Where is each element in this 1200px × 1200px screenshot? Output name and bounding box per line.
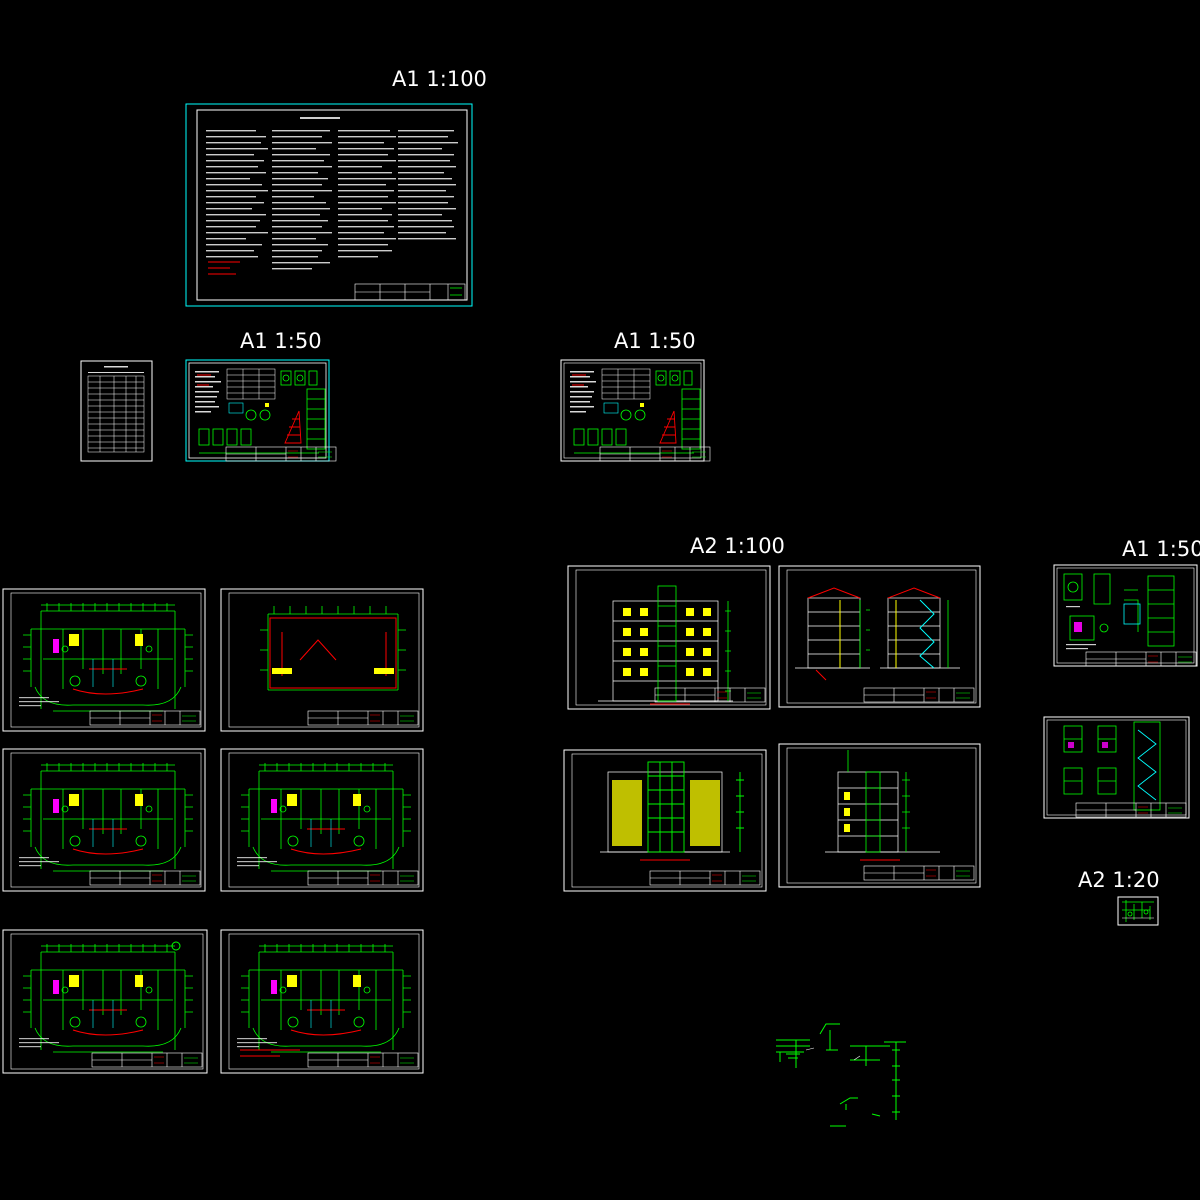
wall-section-fragment[interactable] <box>776 1023 906 1127</box>
sheet-floor-plan-5[interactable] <box>220 929 424 1074</box>
sheet-sections[interactable] <box>778 565 981 708</box>
sheet-roof-plan[interactable] <box>220 588 424 732</box>
sheet-stair-plans[interactable] <box>1043 716 1190 819</box>
scale-label-details-mid: A1 1:50 <box>614 329 696 353</box>
scale-label-cover: A1 1:100 <box>392 67 487 91</box>
scale-label-detail-small: A2 1:20 <box>1078 868 1160 892</box>
sheet-design-notes[interactable] <box>185 103 473 307</box>
sheet-side-elevation[interactable] <box>778 743 981 888</box>
sheet-floor-plan-4[interactable] <box>2 929 208 1074</box>
sheet-floor-plan-3[interactable] <box>220 748 424 892</box>
sheet-node-detail-small[interactable] <box>1117 896 1159 926</box>
sheet-floor-plan-2[interactable] <box>2 748 206 892</box>
sheet-stair-detail[interactable] <box>1053 564 1198 667</box>
sheet-floor-plan-1[interactable] <box>2 588 206 732</box>
sheet-detail-1[interactable] <box>185 359 337 462</box>
sheet-front-elevation[interactable] <box>567 565 771 710</box>
scale-label-details-left: A1 1:50 <box>240 329 322 353</box>
scale-label-details-right: A1 1:50 <box>1122 537 1200 561</box>
sheet-detail-2[interactable] <box>560 359 711 462</box>
scale-label-elevations: A2 1:100 <box>690 534 785 558</box>
sheet-door-window-schedule[interactable] <box>80 360 153 462</box>
sheet-rear-elevation[interactable] <box>563 749 767 892</box>
